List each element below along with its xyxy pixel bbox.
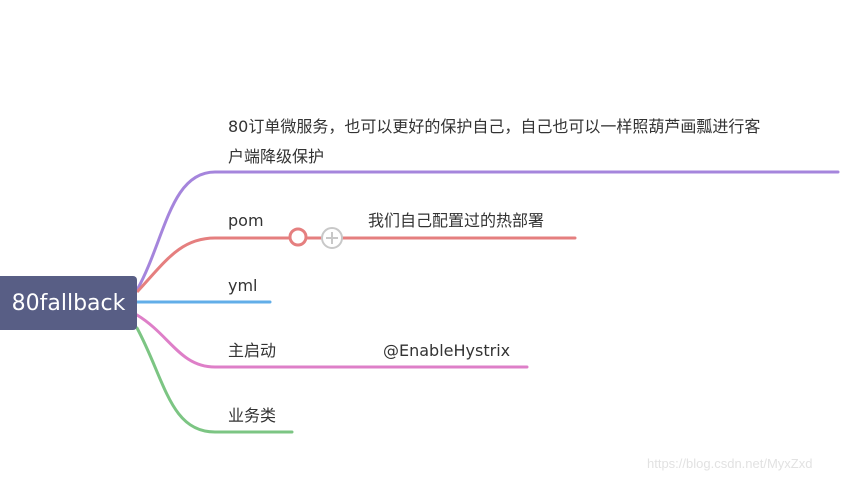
root-label: 80fallback	[11, 290, 126, 316]
pom-child-hot-deploy[interactable]: 我们自己配置过的热部署	[368, 211, 545, 230]
branch-main-start[interactable]: 主启动	[228, 341, 277, 360]
branch-line-pom	[135, 236, 290, 294]
branch-line-description	[135, 170, 840, 292]
branch-yml[interactable]: yml	[228, 276, 258, 295]
branch-description-line1[interactable]: 80订单微服务，也可以更好的保护自己，自己也可以一样照葫芦画瓢进行客	[228, 117, 761, 136]
watermark: https://blog.csdn.net/MyxZxd	[647, 456, 813, 471]
branch-business[interactable]: 业务类	[228, 406, 277, 425]
branch-line-business	[135, 326, 294, 434]
expand-plus-icon[interactable]	[321, 227, 343, 249]
branch-description-line2[interactable]: 户端降级保护	[228, 147, 325, 166]
branch-line-main-start	[135, 313, 529, 369]
main-start-child-annotation[interactable]: @EnableHystrix	[383, 341, 511, 360]
root-node[interactable]: 80fallback	[0, 276, 137, 330]
collapse-node-icon[interactable]	[288, 227, 308, 247]
branch-pom[interactable]: pom	[228, 211, 264, 230]
